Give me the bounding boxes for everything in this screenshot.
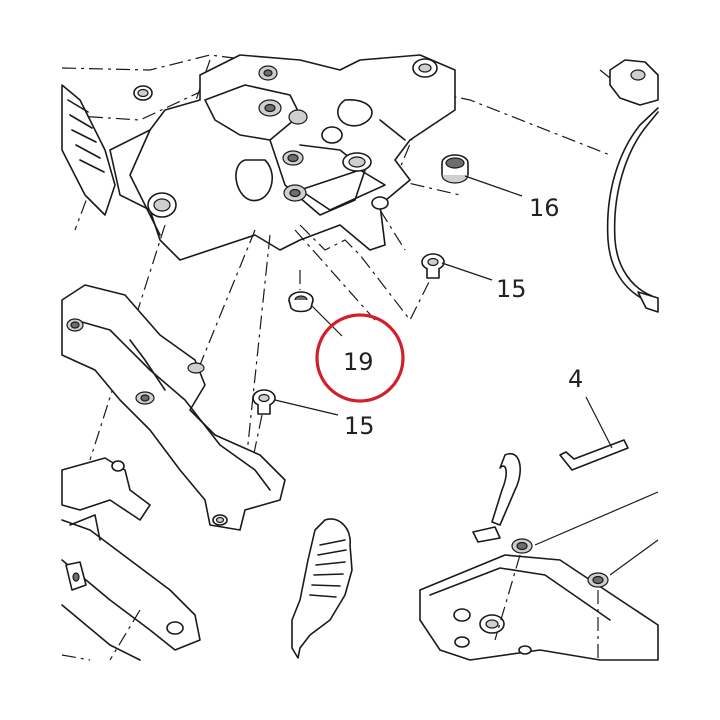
grip-pad [291, 518, 353, 659]
callout-15-upper: 15 [496, 275, 527, 303]
callout-19: 19 [343, 348, 374, 376]
cable-assembly [599, 59, 659, 313]
tab-loop [472, 452, 521, 543]
callout-15-lower: 15 [344, 412, 375, 440]
callout-16: 16 [529, 194, 560, 222]
grommet-part-19 [288, 291, 314, 313]
leader-lines [274, 175, 613, 449]
callout-4: 4 [568, 365, 583, 393]
upper-bracket-assembly [61, 54, 611, 521]
screw-part-15-upper [421, 253, 445, 279]
highlight-circle [315, 313, 405, 403]
bottom-left-frame [61, 457, 201, 661]
lower-long-bracket [61, 284, 286, 531]
bushing-part-16 [441, 154, 469, 184]
bottom-right-tray [419, 491, 659, 661]
hex-key-part-4 [559, 439, 629, 471]
